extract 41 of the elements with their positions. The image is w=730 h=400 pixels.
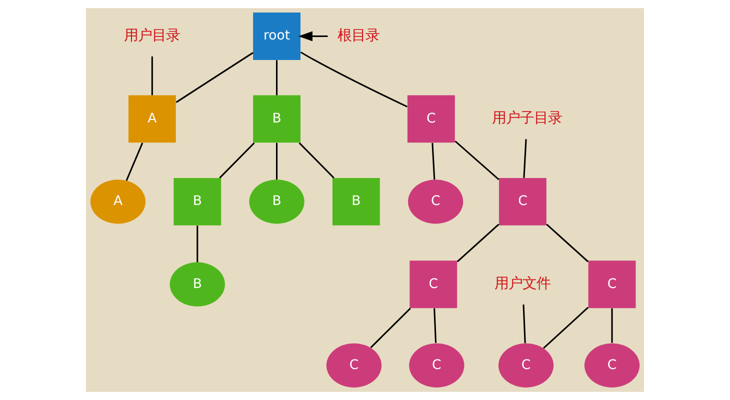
node-box: A	[128, 95, 176, 143]
node-ellipse: B	[170, 262, 225, 306]
node-box: B	[332, 178, 380, 226]
connector	[522, 304, 526, 344]
node-ellipse: C	[498, 343, 554, 388]
node-box: C	[498, 178, 546, 226]
node-text: 用户目录	[124, 28, 180, 44]
connector	[298, 142, 334, 178]
node-ellipse: C	[409, 343, 464, 388]
connector	[543, 306, 589, 349]
connector	[456, 224, 500, 262]
connector	[546, 224, 589, 262]
node-ellipse: C	[584, 343, 640, 388]
node-text: 根目录	[337, 28, 380, 44]
connector	[219, 142, 255, 178]
node-box: C	[407, 95, 455, 143]
connector	[370, 308, 411, 348]
connector	[523, 139, 527, 178]
node-text: 用户子目录	[492, 110, 562, 127]
connector	[300, 52, 408, 108]
connector	[611, 308, 613, 343]
connector	[276, 142, 278, 180]
arrow	[298, 31, 328, 42]
node-ellipse: C	[326, 343, 382, 388]
connector	[432, 142, 436, 180]
node-text: 用户文件	[494, 276, 551, 292]
node-box: root	[253, 12, 300, 60]
node-ellipse: B	[249, 180, 304, 224]
connector	[434, 308, 437, 343]
connector	[276, 60, 278, 96]
connector	[126, 142, 144, 181]
connector	[151, 56, 153, 96]
connector	[454, 140, 500, 180]
node-ellipse: C	[408, 180, 464, 224]
node-ellipse: A	[90, 180, 146, 224]
node-box: B	[253, 95, 300, 143]
node-box: C	[588, 260, 636, 308]
connector	[196, 226, 198, 262]
node-box: B	[174, 178, 222, 226]
connector	[176, 52, 254, 103]
node-box: C	[410, 260, 458, 308]
